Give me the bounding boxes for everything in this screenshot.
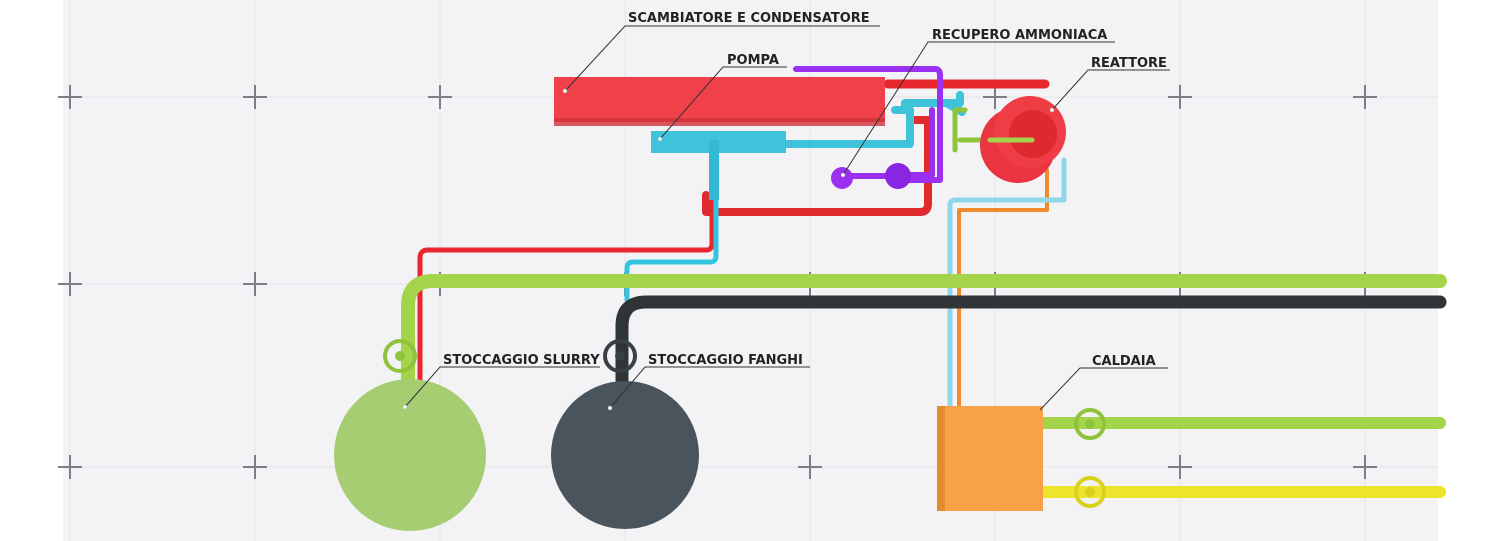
red-pipe-slurry	[417, 197, 715, 383]
light-blue-pipe	[947, 157, 1067, 413]
grid-cross-icon	[243, 272, 267, 296]
boiler-unit	[937, 406, 1043, 511]
grid-cross-icon	[58, 272, 82, 296]
green-main-pipe	[401, 274, 1447, 387]
label-slurry: STOCCAGGIO SLURRY	[443, 353, 600, 368]
exchanger-unit	[554, 77, 885, 126]
grid-cross-icon	[58, 85, 82, 109]
slurry-valve-icon	[383, 339, 417, 373]
grid-cross-icon	[58, 455, 82, 479]
slurry-tank	[334, 379, 486, 531]
grid-cross-icon	[983, 85, 1007, 109]
callouts	[404, 25, 1170, 411]
grid-cross-icon	[1168, 455, 1192, 479]
valves	[383, 339, 1106, 508]
cyan-pipe-low	[624, 147, 719, 303]
orange-pipe	[957, 168, 1049, 412]
red-pipe-loop	[702, 116, 932, 216]
boiler-green-valve-icon	[1074, 408, 1106, 440]
label-ammonia: RECUPERO AMMONIACA	[932, 28, 1107, 43]
grid-cross-icon	[1353, 85, 1377, 109]
boiler-yellow-valve-icon	[1074, 476, 1106, 508]
grid-cross-icon	[243, 85, 267, 109]
label-pump: POMPA	[727, 53, 779, 68]
callout-dots	[402, 88, 1055, 411]
pipes	[401, 66, 1447, 498]
dark-main-pipe	[615, 295, 1447, 387]
ammonia-unit	[831, 163, 911, 189]
pump-riser	[709, 140, 719, 200]
grid-cross-icon	[798, 455, 822, 479]
label-exchanger: SCAMBIATORE E CONDENSATORE	[628, 11, 870, 26]
sludge-valve-icon	[603, 339, 637, 373]
reactor-unit	[980, 96, 1066, 183]
grid-cross-icon	[243, 455, 267, 479]
grid-cross-icon	[428, 85, 452, 109]
label-reactor: REATTORE	[1091, 56, 1167, 71]
grid-cross-icon	[1353, 455, 1377, 479]
label-boiler: CALDAIA	[1092, 354, 1156, 369]
sludge-tank	[551, 381, 699, 529]
grid-cross-icon	[1168, 85, 1192, 109]
label-sludge: STOCCAGGIO FANGHI	[648, 353, 803, 368]
